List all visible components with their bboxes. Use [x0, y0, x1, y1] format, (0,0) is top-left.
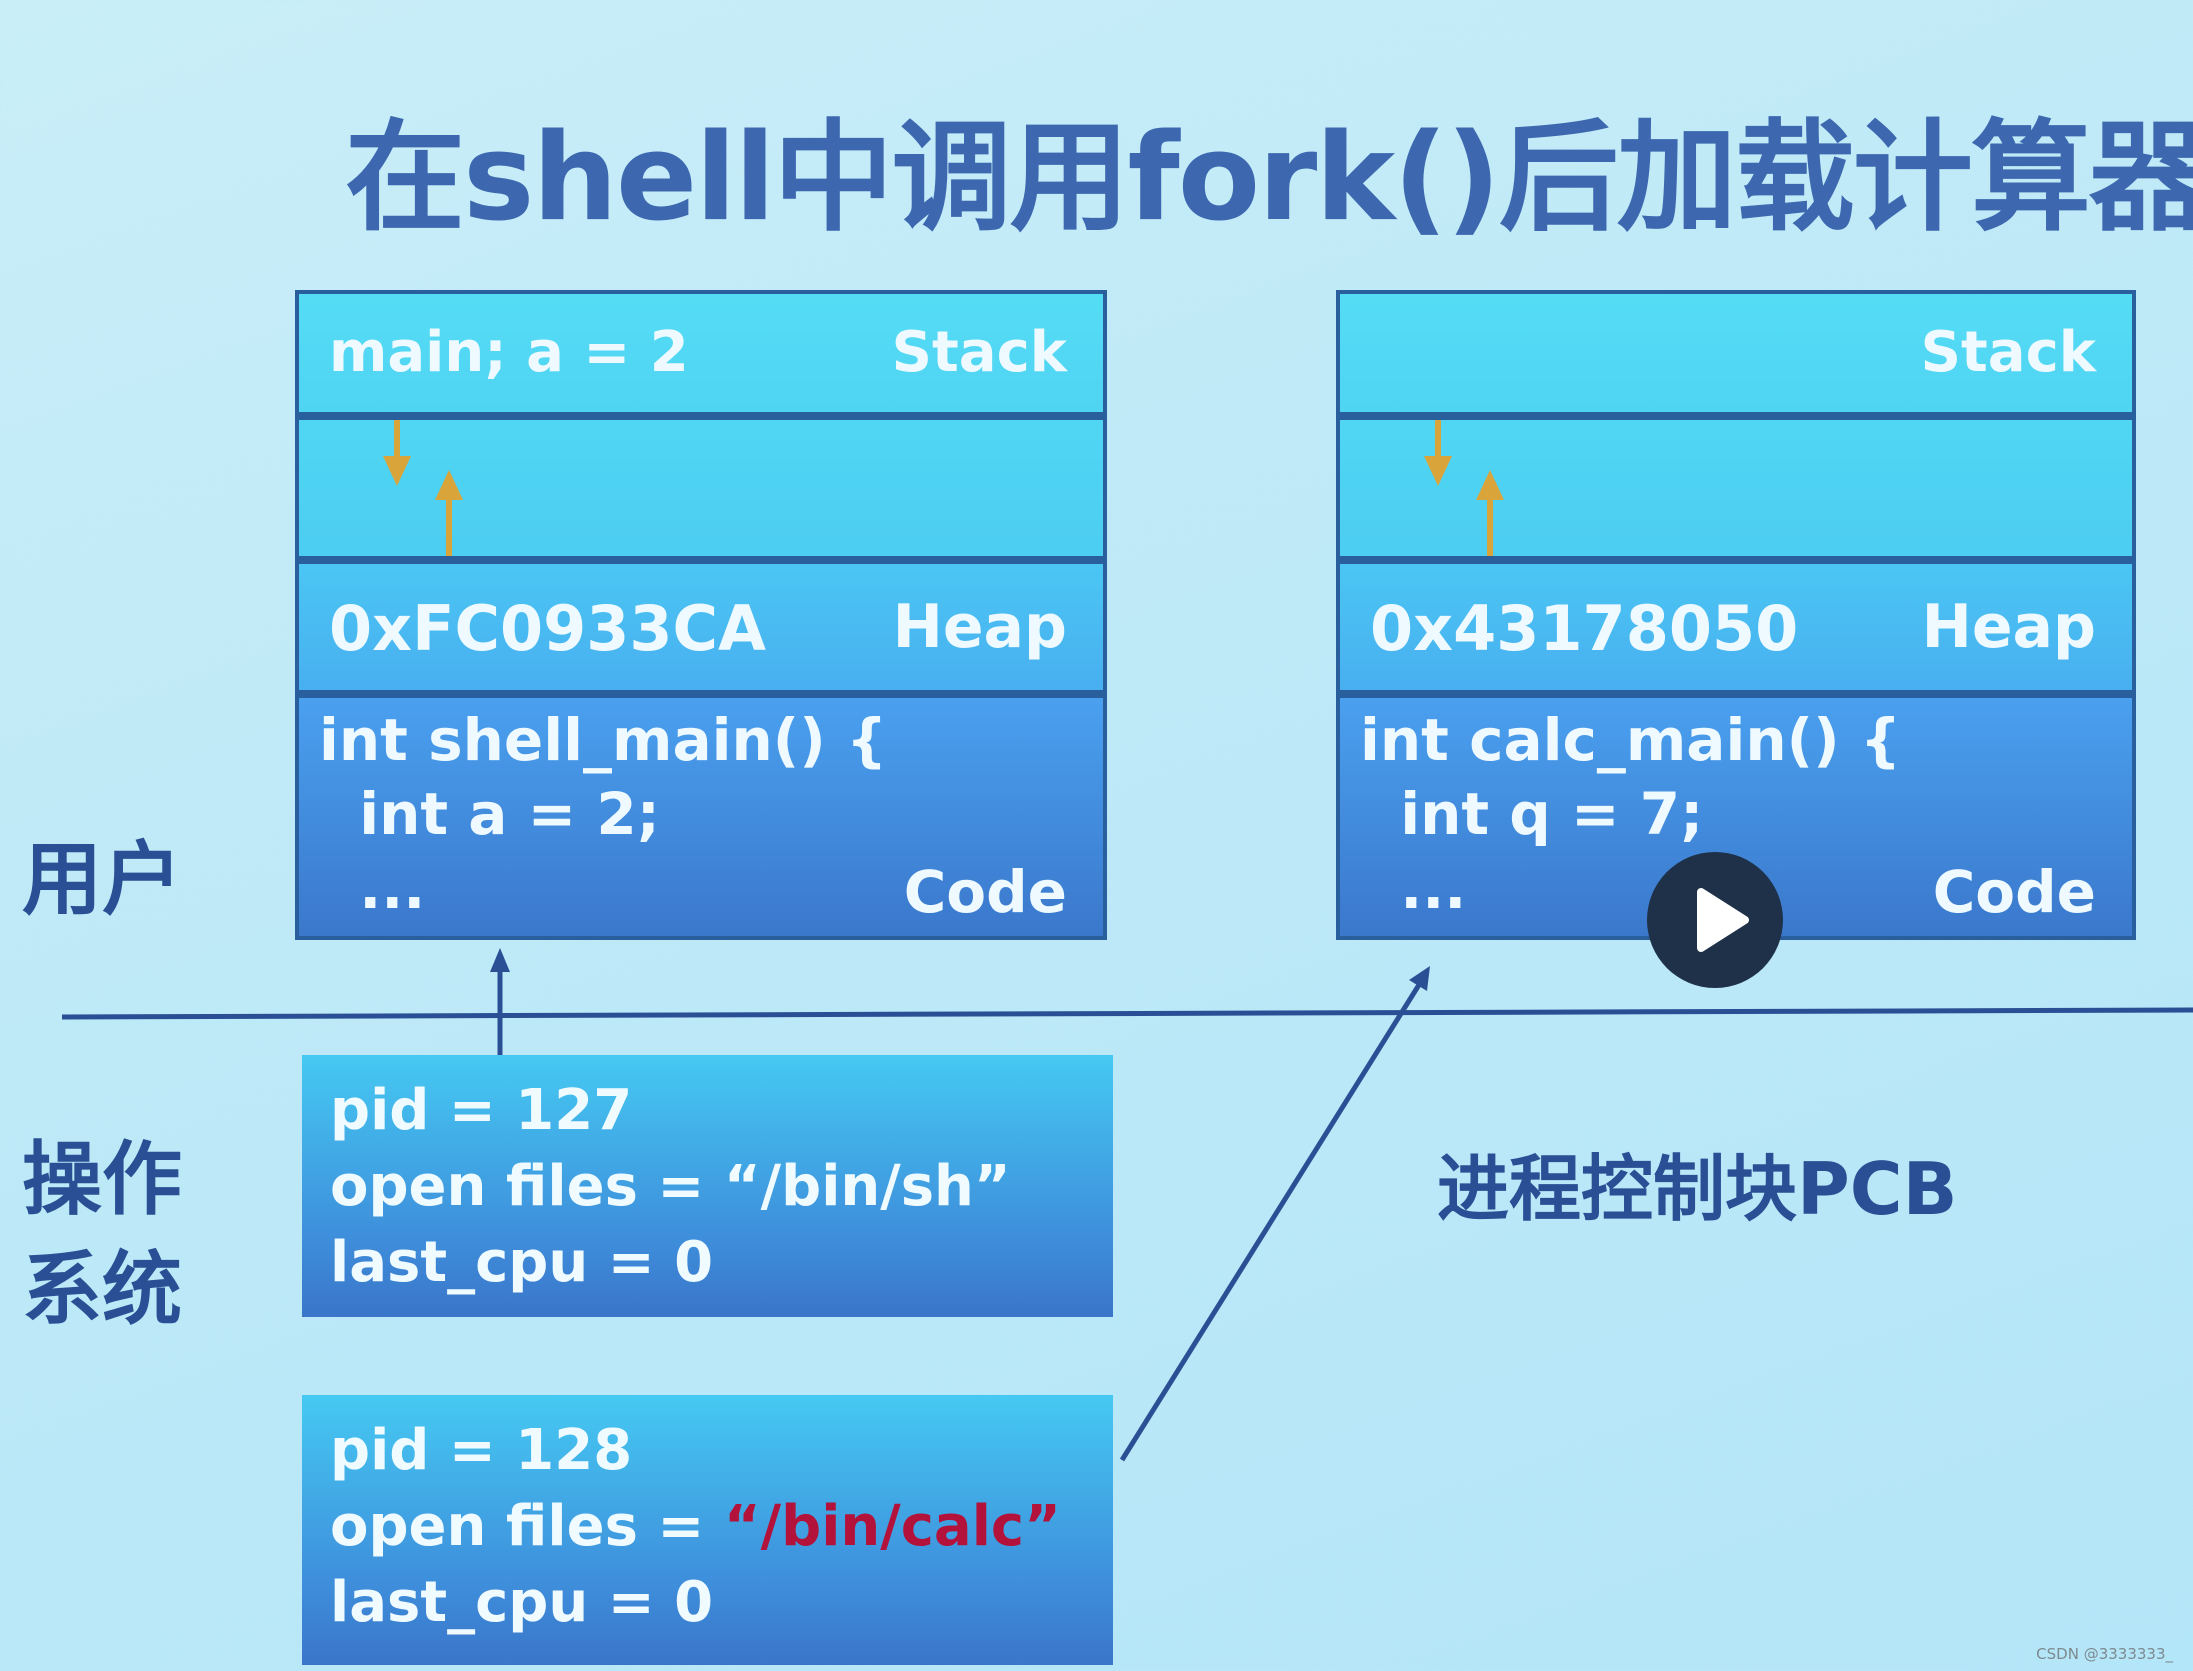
heap-growth-arrow-icon	[435, 470, 463, 556]
open-files-label: open files =	[330, 1494, 724, 1559]
pcb-last-cpu: last_cpu = 0	[330, 1570, 714, 1635]
open-files-value: “/bin/sh”	[723, 1154, 1011, 1219]
stack-heap-growth-arrows-icon	[1424, 420, 1504, 556]
pcb-calc: pid = 128 open files = “/bin/calc” last_…	[302, 1395, 1113, 1665]
pcb-pid: pid = 127	[330, 1078, 633, 1143]
stack-growth-arrow-icon	[383, 420, 411, 486]
user-kernel-divider	[61, 1007, 2193, 1020]
heap-label: Heap	[892, 592, 1067, 662]
pcb-pid: pid = 128	[330, 1418, 633, 1483]
pcb-shell: pid = 127 open files = “/bin/sh” last_cp…	[302, 1055, 1113, 1317]
code-line: int q = 7;	[1380, 780, 1704, 848]
arrowhead	[1409, 966, 1430, 991]
stack-label: Stack	[891, 320, 1067, 385]
code-line: int shell_main() {	[319, 706, 888, 774]
pcb-open-files: open files = “/bin/sh”	[330, 1149, 1085, 1225]
pcb-open-files: open files = “/bin/calc”	[330, 1489, 1085, 1565]
code-line: int calc_main() {	[1360, 706, 1902, 774]
heap-section: 0xFC0933CA Heap	[299, 564, 1103, 690]
code-line: int a = 2;	[339, 780, 660, 848]
heap-value: 0x43178050	[1370, 592, 1799, 665]
code-label: Code	[903, 858, 1067, 926]
stack-value: main; a = 2	[329, 320, 689, 385]
stack-section: main; a = 2 Stack	[299, 294, 1103, 412]
user-space-label: 用户	[22, 833, 182, 926]
video-play-button[interactable]	[1647, 852, 1783, 988]
stack-section: Stack	[1340, 294, 2132, 412]
watermark: CSDN @3333333_	[2036, 1645, 2173, 1663]
stack-label: Stack	[1920, 320, 2096, 385]
calc-address-space: Stack 0x43178050 Heap int calc_main() { …	[1336, 290, 2136, 940]
open-files-value: “/bin/calc”	[723, 1494, 1061, 1559]
os-label-line2: 系统	[22, 1243, 182, 1336]
code-line: ...	[339, 854, 426, 922]
slide-title: 在shell中调用fork()后加载计算器	[345, 109, 2193, 248]
code-label: Code	[1932, 858, 2096, 926]
free-section	[299, 420, 1103, 556]
free-section	[1340, 420, 2132, 556]
play-icon	[1697, 888, 1749, 952]
arrowhead	[490, 948, 510, 972]
open-files-label: open files =	[330, 1154, 724, 1219]
heap-value: 0xFC0933CA	[329, 592, 767, 665]
shell-address-space: main; a = 2 Stack 0xFC0933CA Heap int sh…	[295, 290, 1107, 940]
heap-section: 0x43178050 Heap	[1340, 564, 2132, 690]
heap-label: Heap	[1921, 592, 2096, 662]
code-section: int shell_main() { int a = 2; ... Code	[299, 698, 1103, 936]
pcb-last-cpu: last_cpu = 0	[330, 1230, 714, 1295]
pcb-calc-arrow	[1119, 978, 1425, 1462]
os-label-line1: 操作	[22, 1133, 182, 1226]
code-line: ...	[1380, 854, 1467, 922]
pcb-label: 进程控制块PCB	[1437, 1147, 1958, 1231]
